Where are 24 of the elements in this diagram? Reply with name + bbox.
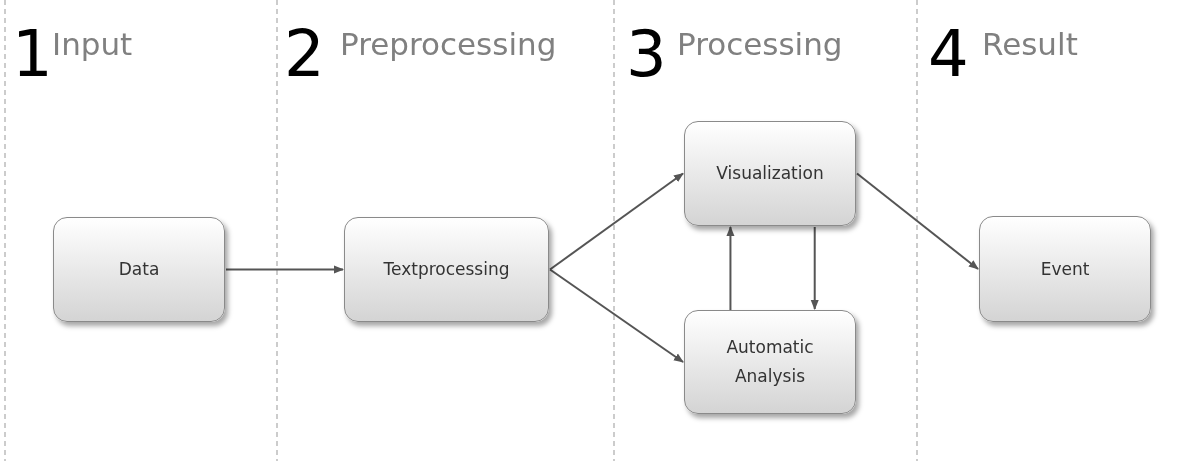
step-heading: Input [52, 26, 133, 62]
step-number: 4 [928, 18, 969, 90]
process-box [684, 121, 856, 226]
arrow [726, 226, 735, 311]
box-label: Automatic Analysis [725, 336, 815, 388]
step-heading: Preprocessing [340, 26, 557, 62]
arrow [225, 265, 344, 274]
box-label: Event [1040, 257, 1090, 281]
arrow [810, 226, 819, 310]
arrow [549, 268, 684, 363]
step-number: 3 [626, 18, 667, 90]
process-box [684, 310, 856, 414]
step-number: 1 [12, 18, 53, 90]
step-heading: Processing [677, 26, 843, 62]
arrow [856, 172, 979, 270]
box-label: Textprocessing [383, 258, 510, 281]
process-box [979, 216, 1151, 322]
box-label: Visualization [716, 162, 824, 185]
process-box [53, 217, 225, 322]
box-label: Data [118, 258, 160, 281]
arrow [549, 172, 684, 271]
step-number: 2 [284, 18, 325, 90]
process-box [344, 217, 549, 322]
step-heading: Result [982, 26, 1078, 62]
